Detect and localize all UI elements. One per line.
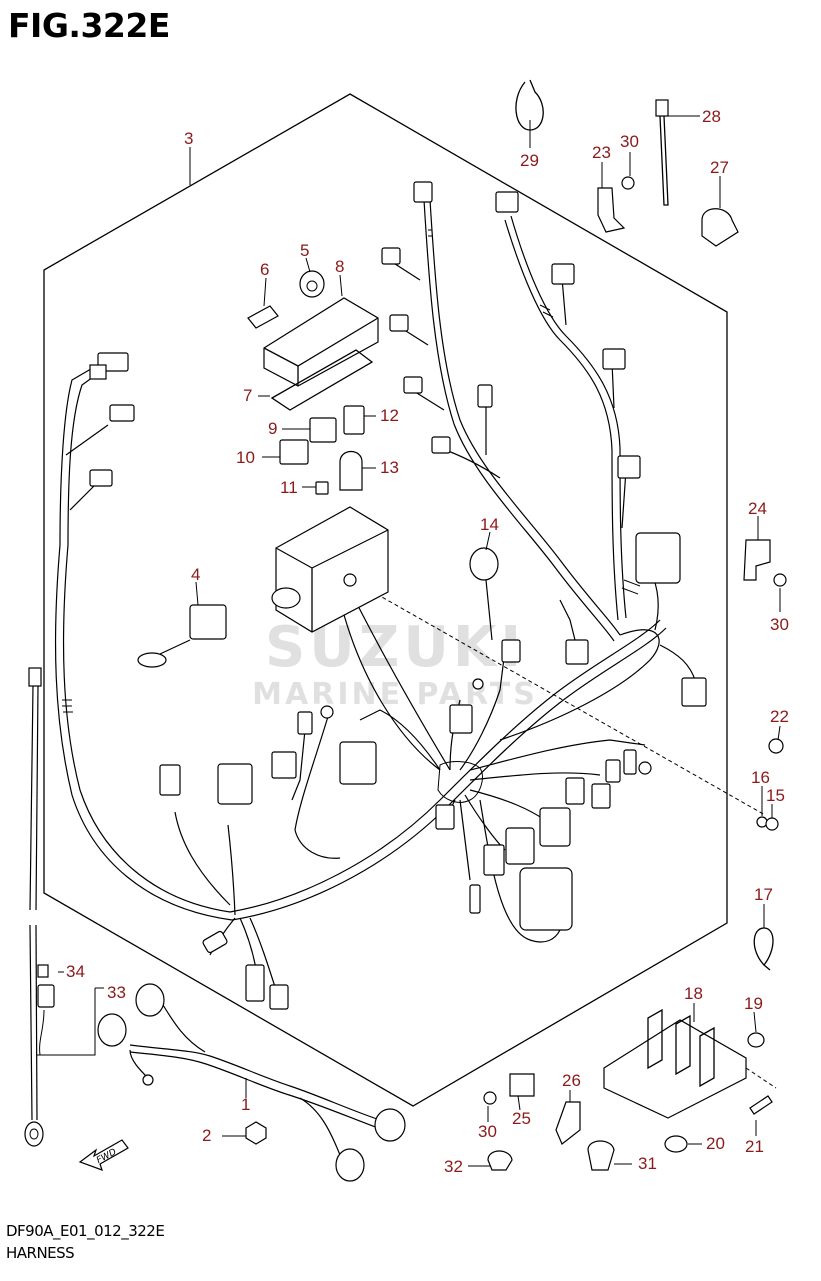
callout-31: 31 bbox=[638, 1154, 657, 1173]
part-30-bolt-top bbox=[621, 176, 635, 190]
callout-13: 13 bbox=[380, 458, 399, 477]
assembly-frame bbox=[43, 93, 728, 1107]
leader-lines bbox=[189, 115, 781, 1167]
callout-27: 27 bbox=[710, 158, 729, 177]
callout-16: 16 bbox=[751, 768, 770, 787]
figure-title: FIG.322E bbox=[8, 6, 170, 45]
callout-8: 8 bbox=[335, 257, 344, 276]
part-14-grommet bbox=[469, 547, 499, 641]
callout-1: 1 bbox=[241, 1095, 250, 1114]
part-17-clip bbox=[753, 927, 774, 971]
callout-25: 25 bbox=[512, 1109, 531, 1128]
part-7-gasket bbox=[270, 349, 374, 411]
part-12-fuse bbox=[343, 405, 365, 435]
part-9-relay bbox=[309, 417, 337, 443]
callout-29: 29 bbox=[520, 151, 539, 170]
callout-10: 10 bbox=[236, 448, 255, 467]
callout-2: 2 bbox=[202, 1126, 211, 1145]
callout-23: 23 bbox=[592, 143, 611, 162]
callout-11: 11 bbox=[280, 478, 298, 497]
part-20-cushion bbox=[664, 1135, 688, 1153]
part-22-bolt bbox=[768, 738, 784, 754]
fwd-label: FWD bbox=[95, 1147, 118, 1166]
callout-6: 6 bbox=[260, 260, 269, 279]
figure-code: DF90A_E01_012_322E bbox=[6, 1222, 165, 1240]
fwd-arrow: FWD bbox=[78, 1139, 129, 1171]
part-19-grommet bbox=[747, 1032, 765, 1048]
callout-14: 14 bbox=[480, 515, 499, 534]
connectors bbox=[89, 181, 707, 1010]
callout-22: 22 bbox=[770, 707, 789, 726]
part-23-bracket bbox=[597, 187, 626, 233]
junction-box bbox=[271, 506, 389, 633]
main-harness-wires bbox=[54, 199, 766, 991]
callout-4: 4 bbox=[191, 565, 200, 584]
part-32-clamp bbox=[487, 1150, 513, 1171]
callout-30-top: 30 bbox=[620, 132, 639, 151]
callout-21: 21 bbox=[745, 1137, 764, 1156]
part-28-tie bbox=[655, 99, 669, 206]
callout-9: 9 bbox=[268, 419, 277, 438]
callout-19: 19 bbox=[744, 994, 763, 1013]
part-13-cap bbox=[339, 450, 363, 491]
part-18-holder bbox=[603, 1008, 777, 1119]
callout-15: 15 bbox=[766, 786, 785, 805]
callout-7: 7 bbox=[243, 386, 252, 405]
callout-labels: 3 5 6 8 7 9 10 11 12 13 4 14 29 23 30 28… bbox=[66, 107, 789, 1176]
part-26-bracket bbox=[555, 1101, 581, 1145]
callout-32: 32 bbox=[444, 1157, 463, 1176]
callout-24: 24 bbox=[748, 499, 767, 518]
part-33-ground-cable bbox=[24, 667, 55, 1147]
callout-17: 17 bbox=[754, 885, 773, 904]
control-module bbox=[519, 867, 573, 931]
part-2-nut bbox=[245, 1121, 267, 1145]
part-25-plate bbox=[509, 1073, 535, 1097]
callout-18: 18 bbox=[684, 984, 703, 1003]
part-27-clip bbox=[701, 208, 739, 247]
callout-3: 3 bbox=[184, 129, 193, 148]
part-24-bracket bbox=[743, 539, 771, 581]
part-5-grommet bbox=[299, 270, 325, 298]
callout-34: 34 bbox=[66, 962, 85, 981]
part-21-screw bbox=[749, 1095, 773, 1115]
callout-12: 12 bbox=[380, 406, 399, 425]
part-30-bolt-bottom bbox=[483, 1091, 497, 1105]
callout-28: 28 bbox=[702, 107, 721, 126]
part-8-cover bbox=[263, 297, 379, 387]
callout-30-bottom: 30 bbox=[478, 1122, 497, 1141]
part-15-nut bbox=[765, 817, 779, 831]
part-6-clip bbox=[247, 305, 279, 329]
part-11-fuse bbox=[315, 481, 329, 495]
part-1-cable bbox=[97, 983, 406, 1182]
part-4-sensor bbox=[137, 604, 227, 668]
callout-30-right: 30 bbox=[770, 615, 789, 634]
callout-26: 26 bbox=[562, 1071, 581, 1090]
callout-33: 33 bbox=[107, 983, 126, 1002]
figure-name: HARNESS bbox=[6, 1244, 75, 1262]
part-30-bolt-right bbox=[773, 573, 787, 587]
callout-20: 20 bbox=[706, 1134, 725, 1153]
part-10-relay bbox=[279, 439, 309, 465]
part-31-clamp bbox=[587, 1140, 615, 1171]
part-16-washer bbox=[756, 816, 768, 828]
callout-5: 5 bbox=[300, 241, 309, 260]
